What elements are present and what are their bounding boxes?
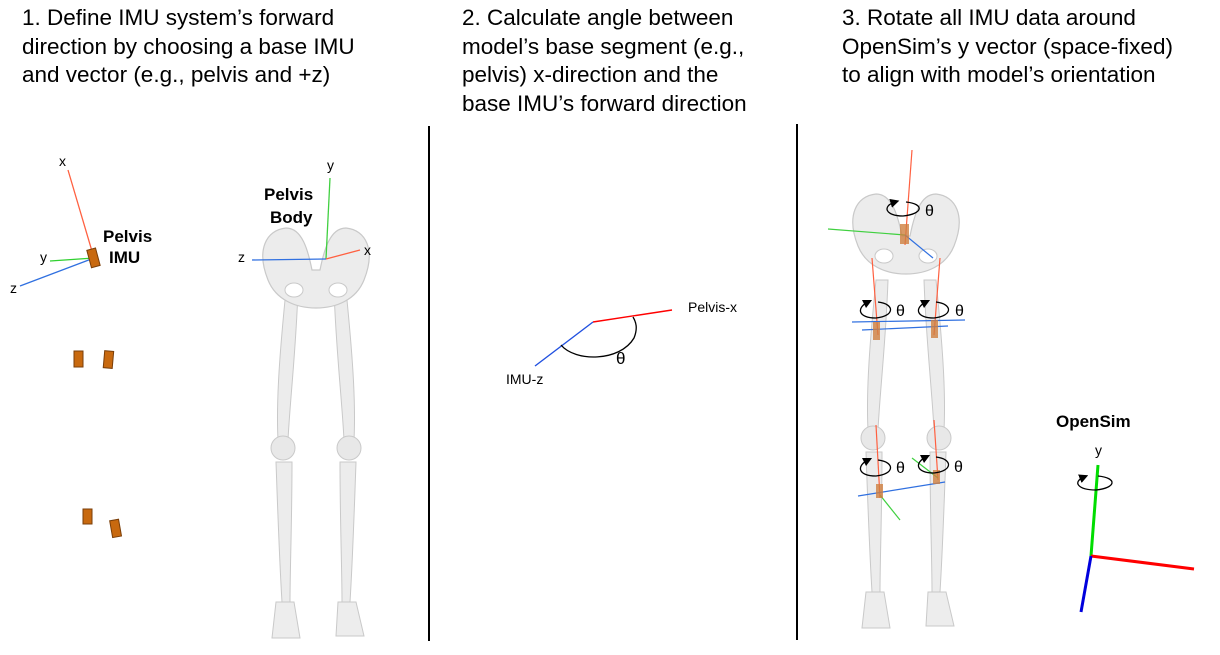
opensim-y-label: y	[1095, 442, 1102, 458]
skeleton-model-3	[852, 193, 960, 629]
body-y-label: y	[327, 157, 334, 173]
step-1-line: 1. Define IMU system’s forward	[22, 5, 335, 30]
rotation-indicator	[917, 454, 950, 474]
imu-z-axis	[851, 319, 966, 323]
body-z-label: z	[238, 249, 245, 265]
imu-z-label: IMU-z	[506, 371, 543, 387]
rotation-indicator	[886, 198, 920, 217]
pelvis-x-vector	[592, 309, 673, 323]
pelvis-imu-label: Pelvis	[103, 227, 152, 246]
skeleton-model-1	[262, 227, 370, 639]
imu-x-axis	[67, 169, 95, 259]
pelvis-body-label: Body	[270, 208, 313, 227]
body-x-label: x	[364, 242, 371, 258]
theta-label: θ	[896, 303, 905, 320]
imu-z-label: z	[10, 280, 17, 296]
imu-sensor	[82, 508, 93, 525]
imu-y-axis	[879, 494, 901, 521]
opensim-y-axis	[1089, 464, 1100, 557]
imu-sensor	[900, 224, 909, 244]
body-z-axis	[251, 258, 327, 261]
pelvis-body-label: Pelvis	[264, 185, 313, 204]
body-y-axis	[325, 177, 331, 260]
step-2-line: 2. Calculate angle between	[462, 5, 734, 30]
panel-divider-2	[796, 124, 798, 640]
imu-y-label: y	[40, 249, 47, 265]
imu-z-vector	[534, 321, 594, 367]
rotation-indicator	[859, 457, 892, 477]
opensim-x-axis	[1090, 554, 1195, 571]
pelvis-imu-label: IMU	[109, 248, 140, 267]
imu-sensor	[109, 518, 123, 539]
imu-z-axis	[904, 234, 934, 259]
step-3-line: to align with model’s orientation	[842, 62, 1156, 87]
pelvis-x-label: Pelvis-x	[688, 299, 737, 315]
imu-z-axis	[857, 481, 946, 497]
step-3-line: OpenSim’s y vector (space-fixed)	[842, 33, 1173, 59]
opensim-rotation-icon	[1077, 474, 1113, 491]
imu-sensor	[102, 350, 115, 369]
theta-label: θ	[896, 460, 905, 477]
step-1-description: 1. Define IMU system’s forward direction…	[22, 4, 355, 90]
imu-sensor	[73, 350, 84, 368]
imu-x-label: x	[59, 153, 66, 169]
panel-1: x y z Pelvis IMU y x z Pelvis Body	[10, 153, 371, 639]
angle-arc	[560, 316, 637, 358]
theta-label: θ	[925, 203, 934, 220]
imu-sensor	[873, 322, 880, 340]
step-2-description: 2. Calculate angle between model’s base …	[462, 4, 747, 118]
step-1-line: and vector (e.g., pelvis and +z)	[22, 62, 331, 87]
imu-sensor	[876, 484, 883, 498]
imu-y-axis	[827, 228, 906, 236]
step-2-line: model’s base segment (e.g.,	[462, 33, 745, 59]
step-2-line: base IMU’s forward direction	[462, 90, 747, 116]
imu-sensor	[933, 470, 940, 484]
imu-y-axis	[49, 257, 95, 262]
panel-divider-1	[428, 126, 430, 641]
theta-label: θ	[955, 303, 964, 320]
imu-z-axis	[19, 257, 95, 287]
pelvis-imu-sensor	[86, 247, 101, 269]
step-3-line: 3. Rotate all IMU data around	[842, 5, 1136, 30]
imu-sensor	[931, 320, 938, 338]
panel-2: Pelvis-x IMU-z θ	[506, 299, 737, 387]
step-2-line: pelvis) x-direction and the	[462, 62, 719, 87]
theta-label: θ	[954, 459, 963, 476]
opensim-z-axis	[1079, 555, 1093, 613]
opensim-label: OpenSim	[1056, 412, 1131, 431]
step-3-description: 3. Rotate all IMU data around OpenSim’s …	[842, 4, 1173, 90]
body-x-axis	[325, 249, 361, 260]
step-1-line: direction by choosing a base IMU	[22, 33, 355, 59]
rotation-indicator	[917, 299, 950, 319]
panel-3: θ θ θ θ θ OpenSim y	[827, 149, 1195, 629]
rotation-indicator	[859, 299, 892, 319]
theta-label: θ	[616, 349, 625, 368]
